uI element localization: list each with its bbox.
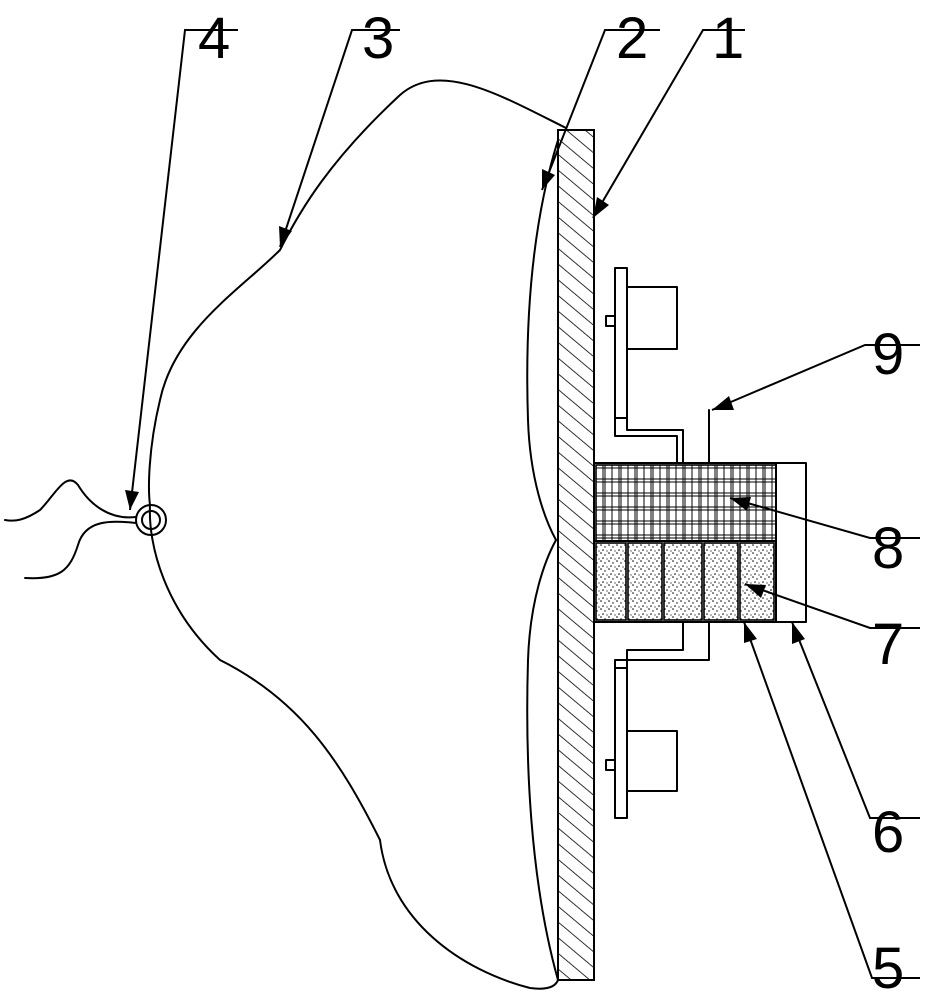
lens-membrane (526, 139, 559, 981)
arrow-4 (125, 490, 139, 510)
upper-bracket-plate (614, 267, 628, 419)
arrow-8 (730, 497, 751, 511)
string-upper (4, 479, 137, 522)
leader-1 (592, 29, 745, 219)
label-4: 4 (198, 6, 230, 71)
arrow-1 (593, 197, 609, 218)
dot-cell-1 (595, 542, 627, 621)
leader-3 (279, 29, 400, 248)
label-2: 2 (616, 6, 648, 71)
leader-8 (729, 497, 920, 539)
lower-bracket-block (626, 730, 678, 792)
dot-cell-4 (703, 542, 739, 621)
leader-2 (541, 29, 660, 191)
lower-bracket-pin (605, 759, 616, 771)
upper-bracket-block (626, 286, 678, 350)
dot-cell-3 (663, 542, 703, 621)
string-lower (24, 520, 137, 580)
leader-5 (743, 621, 920, 979)
label-9: 9 (872, 322, 904, 387)
leader-6 (791, 621, 920, 819)
arrow-5 (744, 622, 757, 643)
leader-4 (129, 29, 238, 511)
lower-wire (626, 621, 684, 669)
lower-bracket-plate (614, 667, 628, 819)
upper-wire (626, 417, 684, 464)
lower-wire-outer (614, 621, 710, 669)
arrow-9 (712, 396, 734, 410)
arrow-2 (542, 169, 555, 190)
arrow-6 (792, 622, 805, 644)
label-3: 3 (362, 6, 394, 71)
label-6: 6 (872, 800, 904, 865)
dot-cell-5 (739, 542, 775, 621)
arrow-7 (745, 584, 766, 598)
balloon-outline (148, 79, 567, 990)
ring-outer (135, 504, 167, 536)
label-8: 8 (872, 516, 904, 581)
mounting-plate (557, 129, 595, 981)
upper-bracket-pin (605, 315, 616, 327)
dot-cell-2 (627, 542, 663, 621)
upper-wire-outer (614, 417, 678, 464)
leader-9 (711, 344, 920, 411)
label-7: 7 (872, 612, 904, 677)
label-1: 1 (712, 6, 744, 71)
label-5: 5 (872, 936, 904, 1000)
ring-inner (141, 510, 161, 530)
leader-7 (744, 583, 920, 629)
housing (593, 462, 807, 623)
arrow-3 (279, 226, 292, 247)
